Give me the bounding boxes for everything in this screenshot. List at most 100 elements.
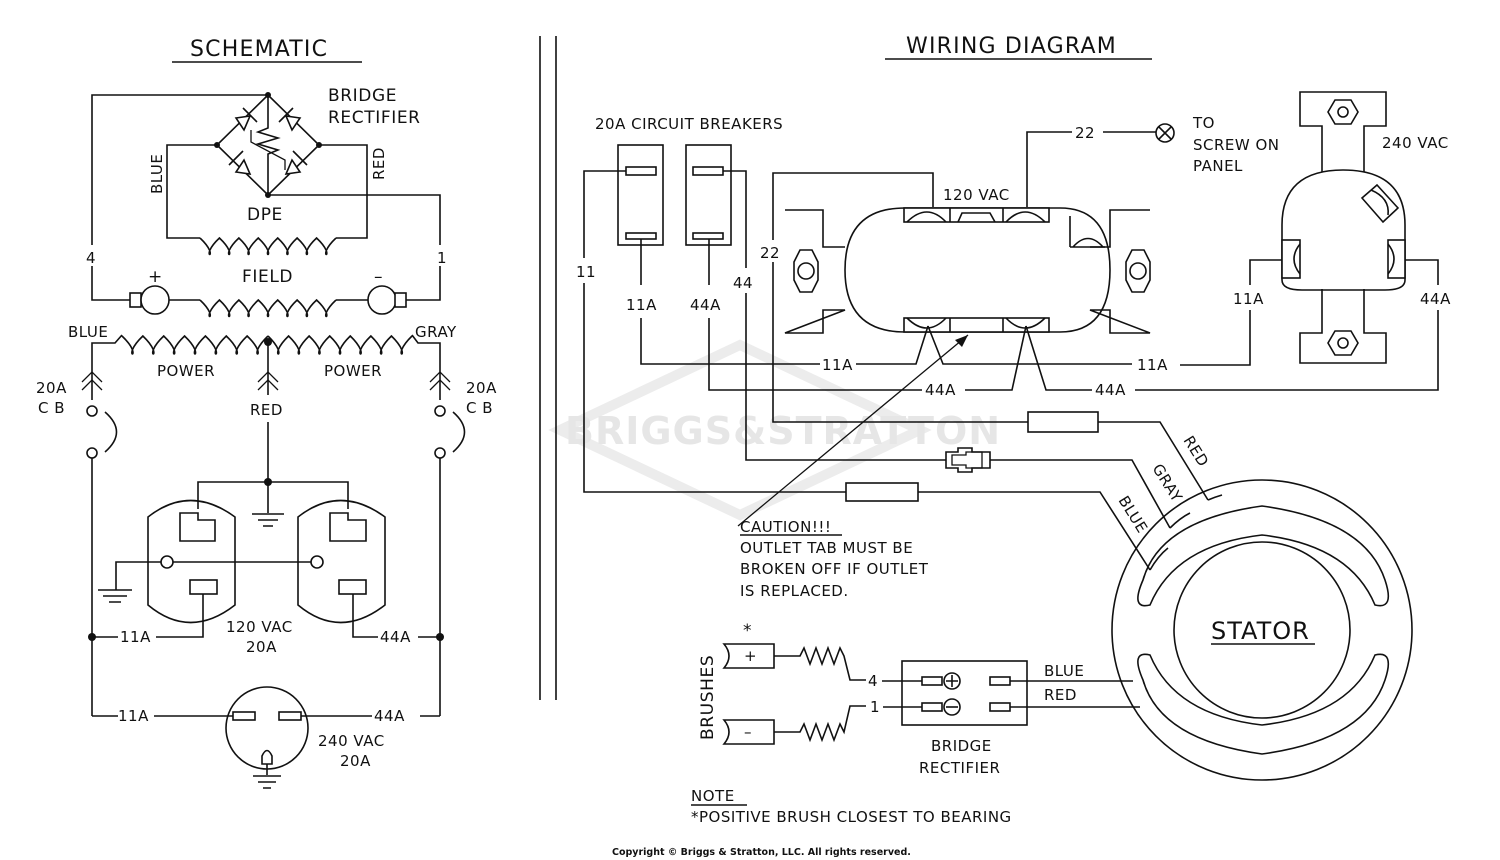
power-winding-left: [121, 334, 269, 355]
positive-brush: +: [722, 643, 775, 669]
outlet-240-label: 240 VAC: [1382, 134, 1449, 152]
diode-icon: [234, 107, 258, 132]
outlet-120-right: [297, 499, 386, 624]
cb-left-label-2: C B: [38, 399, 65, 417]
diode-icon: [278, 107, 302, 132]
screw-label-2: SCREW ON: [1193, 136, 1280, 154]
dpe-winding: [199, 236, 337, 256]
resistor-icon: [774, 705, 866, 743]
mounting-screw-icon: [1327, 99, 1359, 125]
field-winding: [199, 298, 337, 318]
cb-44a-label: 44A: [690, 296, 721, 314]
mounting-screw-icon: [793, 249, 819, 293]
caution-line-2: BROKEN OFF IF OUTLET: [740, 560, 929, 578]
r240-11a-label: 11A: [1233, 290, 1264, 308]
wiring-section: WIRING DIAGRAM 20A CIRCUIT BREAKERS 11 4…: [576, 34, 1451, 826]
diode-icon: [284, 150, 308, 175]
outlet-240: [225, 686, 309, 789]
field-minus-label: –: [374, 267, 383, 287]
bridge-rectifier-block: [882, 660, 1028, 726]
outlet-120-rating: 20A: [246, 638, 277, 656]
outlet-240-rating: 20A: [340, 752, 371, 770]
note-title: NOTE: [691, 787, 735, 805]
schematic-red-label: RED: [370, 147, 388, 180]
wiring-title: WIRING DIAGRAM: [906, 34, 1117, 59]
wire-11a-lower: 11A: [118, 707, 149, 725]
br-terminal-4: 4: [868, 672, 878, 690]
schematic-section: SCHEMATIC BRIDGE RECTIFIER BLUE RED: [36, 37, 497, 789]
breaker-right-icon: [452, 411, 466, 453]
connector-icon: [81, 371, 103, 391]
brush-minus-sign: –: [744, 723, 752, 741]
terminal-4-label: 4: [86, 249, 96, 267]
bus-11a-left: 11A: [822, 356, 853, 374]
ground-icon: [253, 764, 281, 789]
schematic-title: SCHEMATIC: [190, 37, 328, 62]
connector-icon: [429, 371, 451, 391]
field-plus-label: +: [148, 267, 163, 287]
ground-icon: [252, 482, 284, 527]
bridge-label-1: BRIDGE: [931, 737, 992, 755]
caution-line-1: OUTLET TAB MUST BE: [740, 539, 913, 557]
panel-screw-icon: [1155, 123, 1175, 143]
varistor-icon: [255, 95, 281, 195]
power-gray-label: GRAY: [415, 323, 457, 341]
bridge-label-2: RECTIFIER: [328, 108, 421, 128]
power-right-label: POWER: [324, 362, 382, 380]
screw-label-1: TO: [1192, 114, 1215, 132]
power-blue-label: BLUE: [68, 323, 108, 341]
brand-watermark: BRIGGS&STRATTON: [548, 339, 1001, 521]
watermark-text: BRIGGS&STRATTON: [565, 409, 1001, 453]
r240-44a-label: 44A: [1420, 290, 1451, 308]
bus-11a-right: 11A: [1137, 356, 1168, 374]
outlet-120-label: 120 VAC: [226, 618, 293, 636]
outlet-240-label: 240 VAC: [318, 732, 385, 750]
stator-label: STATOR: [1211, 617, 1310, 645]
diode-icon: [228, 150, 252, 175]
wire-22-top-label: 22: [1075, 124, 1095, 142]
br-terminal-1: 1: [870, 698, 880, 716]
outlet-120-left: [147, 499, 236, 624]
receptacle-240: [1281, 91, 1406, 364]
wire-11-label: 11: [576, 263, 596, 281]
mounting-screw-icon: [1327, 330, 1359, 356]
lead-red-label: RED: [1180, 433, 1213, 470]
cb-right-label-1: 20A: [466, 379, 497, 397]
bus-44a-right: 44A: [1095, 381, 1126, 399]
receptacle-120: [784, 207, 1151, 334]
brushes-label: BRUSHES: [698, 655, 718, 740]
power-winding-right: [267, 334, 413, 355]
power-left-label: POWER: [157, 362, 215, 380]
breaker-left-icon: [104, 411, 118, 453]
outlet-120-label: 120 VAC: [943, 186, 1010, 204]
circuit-breakers-label: 20A CIRCUIT BREAKERS: [595, 115, 783, 133]
brush-minus-icon: [394, 292, 407, 308]
bus-44a-left: 44A: [925, 381, 956, 399]
ground-icon: [98, 589, 132, 603]
center-tap-red-label: RED: [250, 401, 283, 419]
cb-11a-label: 11A: [626, 296, 657, 314]
wire-44a-upper: 44A: [380, 628, 411, 646]
brush-star: *: [743, 621, 752, 641]
cb-right-label-2: C B: [466, 399, 493, 417]
wire-22-left-label: 22: [760, 244, 780, 262]
brush-plus-icon: [129, 292, 142, 308]
cb-left-label-1: 20A: [36, 379, 67, 397]
caution-title: CAUTION!!!: [740, 518, 831, 536]
br-blue-label: BLUE: [1044, 662, 1084, 680]
bridge-rectifier-symbol: [214, 92, 322, 198]
caution-line-3: IS REPLACED.: [740, 582, 849, 600]
red-lead-sleeve: [1027, 411, 1099, 433]
caution-arrow: [737, 334, 969, 527]
copyright-notice: Copyright © Briggs & Stratton, LLC. All …: [612, 847, 911, 858]
note-text: *POSITIVE BRUSH CLOSEST TO BEARING: [691, 808, 1012, 826]
terminal-1-label: 1: [437, 249, 447, 267]
bridge-label-1: BRIDGE: [328, 86, 397, 106]
wire-44-label: 44: [733, 274, 753, 292]
mounting-screw-icon: [1125, 249, 1151, 293]
lead-blue-label: BLUE: [1115, 493, 1152, 537]
negative-brush: –: [722, 719, 775, 745]
field-label: FIELD: [242, 267, 293, 287]
schematic-blue-label: BLUE: [148, 154, 166, 194]
